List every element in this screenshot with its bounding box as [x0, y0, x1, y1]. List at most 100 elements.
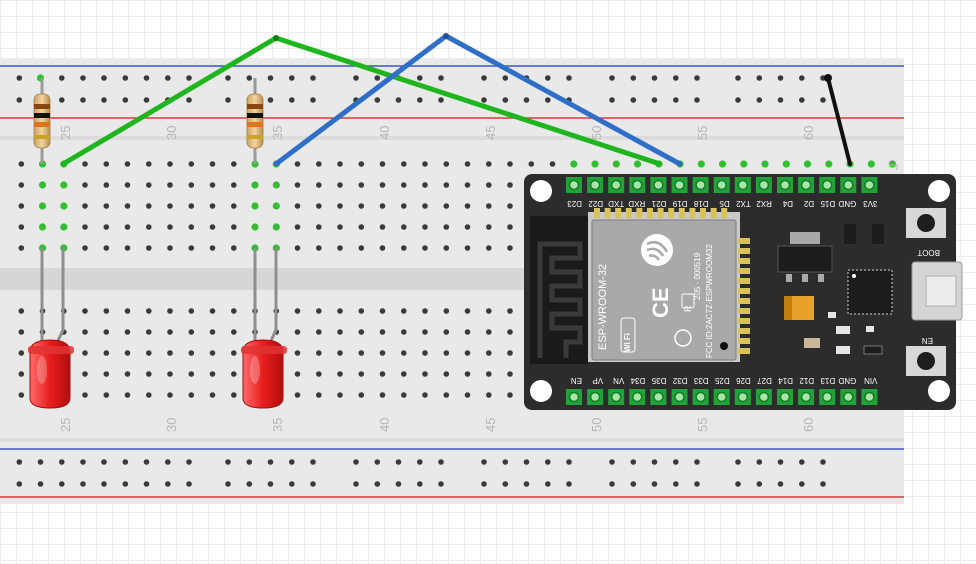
breadboard-hole[interactable] [374, 97, 381, 103]
breadboard-hole[interactable] [417, 459, 423, 465]
breadboard-hole[interactable] [59, 97, 65, 103]
breadboard-hole[interactable] [267, 75, 274, 81]
breadboard-hole[interactable] [101, 97, 107, 103]
breadboard-hole[interactable] [379, 161, 386, 167]
breadboard-hole[interactable] [103, 224, 110, 230]
breadboard-hole-active[interactable] [251, 223, 259, 231]
breadboard-hole[interactable] [188, 350, 195, 356]
breadboard-hole[interactable] [443, 203, 450, 209]
breadboard-hole[interactable] [481, 75, 487, 81]
breadboard-hole-active[interactable] [38, 223, 47, 231]
breadboard-hole[interactable] [417, 75, 423, 81]
breadboard-hole-active[interactable] [60, 181, 68, 189]
breadboard-hole[interactable] [694, 459, 700, 465]
breadboard-hole[interactable] [16, 97, 23, 103]
breadboard-hole[interactable] [167, 224, 173, 230]
breadboard-hole[interactable] [609, 97, 615, 103]
breadboard-hole[interactable] [422, 329, 428, 335]
breadboard-hole[interactable] [735, 481, 741, 487]
breadboard-hole[interactable] [316, 308, 322, 314]
breadboard-hole-active[interactable] [612, 160, 620, 168]
breadboard-hole[interactable] [358, 245, 365, 251]
breadboard-hole[interactable] [422, 392, 428, 398]
breadboard-hole[interactable] [694, 97, 700, 103]
breadboard-hole-active[interactable] [272, 202, 280, 210]
breadboard-hole[interactable] [358, 329, 365, 335]
breadboard-hole[interactable] [124, 182, 131, 188]
breadboard-hole[interactable] [507, 392, 513, 398]
breadboard-hole[interactable] [379, 245, 386, 251]
breadboard-hole[interactable] [209, 224, 216, 230]
led-1[interactable] [28, 248, 74, 409]
breadboard-hole[interactable] [101, 75, 107, 81]
breadboard-hole[interactable] [59, 459, 65, 465]
breadboard-hole[interactable] [507, 182, 513, 188]
breadboard-hole[interactable] [124, 203, 131, 209]
breadboard-hole[interactable] [481, 97, 487, 103]
breadboard-hole[interactable] [289, 459, 295, 465]
breadboard-hole[interactable] [566, 459, 572, 465]
breadboard-hole[interactable] [353, 459, 359, 465]
breadboard-hole[interactable] [18, 308, 25, 314]
breadboard-hole[interactable] [609, 459, 615, 465]
breadboard-hole-active[interactable] [697, 160, 705, 168]
breadboard-hole[interactable] [395, 97, 402, 103]
breadboard-hole[interactable] [209, 203, 216, 209]
breadboard-hole[interactable] [146, 182, 152, 188]
breadboard-hole[interactable] [80, 481, 86, 487]
breadboard-hole[interactable] [401, 329, 407, 335]
resistor-2[interactable] [246, 78, 264, 164]
breadboard-hole[interactable] [545, 97, 551, 103]
breadboard-hole[interactable] [186, 75, 192, 81]
breadboard-hole[interactable] [374, 75, 381, 81]
breadboard-hole[interactable] [735, 75, 741, 81]
breadboard-hole[interactable] [188, 329, 195, 335]
breadboard-hole[interactable] [143, 75, 150, 81]
breadboard-hole[interactable] [486, 392, 492, 398]
breadboard-hole[interactable] [379, 224, 386, 230]
breadboard-hole[interactable] [310, 97, 316, 103]
breadboard-hole[interactable] [549, 161, 556, 167]
breadboard-hole[interactable] [167, 161, 173, 167]
breadboard-hole[interactable] [507, 329, 513, 335]
breadboard-hole[interactable] [507, 308, 513, 314]
breadboard-hole[interactable] [231, 392, 237, 398]
breadboard-hole[interactable] [694, 481, 700, 487]
breadboard-hole[interactable] [231, 308, 237, 314]
breadboard-hole[interactable] [209, 161, 216, 167]
breadboard-hole[interactable] [422, 308, 428, 314]
breadboard-hole[interactable] [294, 392, 301, 398]
breadboard-hole[interactable] [395, 481, 402, 487]
breadboard-hole[interactable] [438, 97, 444, 103]
breadboard-hole[interactable] [507, 203, 513, 209]
breadboard-hole[interactable] [82, 203, 88, 209]
breadboard-hole[interactable] [167, 245, 173, 251]
breadboard-hole[interactable] [103, 308, 110, 314]
breadboard-hole[interactable] [289, 481, 295, 487]
breadboard-hole[interactable] [167, 329, 173, 335]
breadboard-hole[interactable] [18, 203, 25, 209]
breadboard-hole[interactable] [103, 203, 110, 209]
breadboard-hole[interactable] [316, 203, 322, 209]
breadboard-hole[interactable] [82, 392, 88, 398]
breadboard-hole[interactable] [358, 392, 365, 398]
breadboard-hole[interactable] [209, 392, 216, 398]
breadboard-hole[interactable] [167, 182, 173, 188]
breadboard-hole[interactable] [231, 161, 237, 167]
breadboard-hole[interactable] [188, 371, 195, 377]
breadboard-hole[interactable] [379, 308, 386, 314]
breadboard-hole[interactable] [486, 203, 492, 209]
breadboard-hole-active[interactable] [782, 160, 790, 168]
breadboard-hole[interactable] [777, 75, 784, 81]
breadboard-hole[interactable] [464, 203, 471, 209]
breadboard-hole[interactable] [651, 481, 658, 487]
breadboard-hole[interactable] [443, 329, 450, 335]
breadboard-hole[interactable] [310, 481, 316, 487]
breadboard-hole[interactable] [443, 182, 450, 188]
breadboard-hole-active[interactable] [761, 160, 769, 168]
breadboard-hole[interactable] [438, 75, 444, 81]
breadboard-hole-active[interactable] [867, 160, 875, 168]
breadboard-hole[interactable] [401, 392, 407, 398]
breadboard-hole[interactable] [630, 481, 637, 487]
breadboard-hole[interactable] [289, 75, 295, 81]
